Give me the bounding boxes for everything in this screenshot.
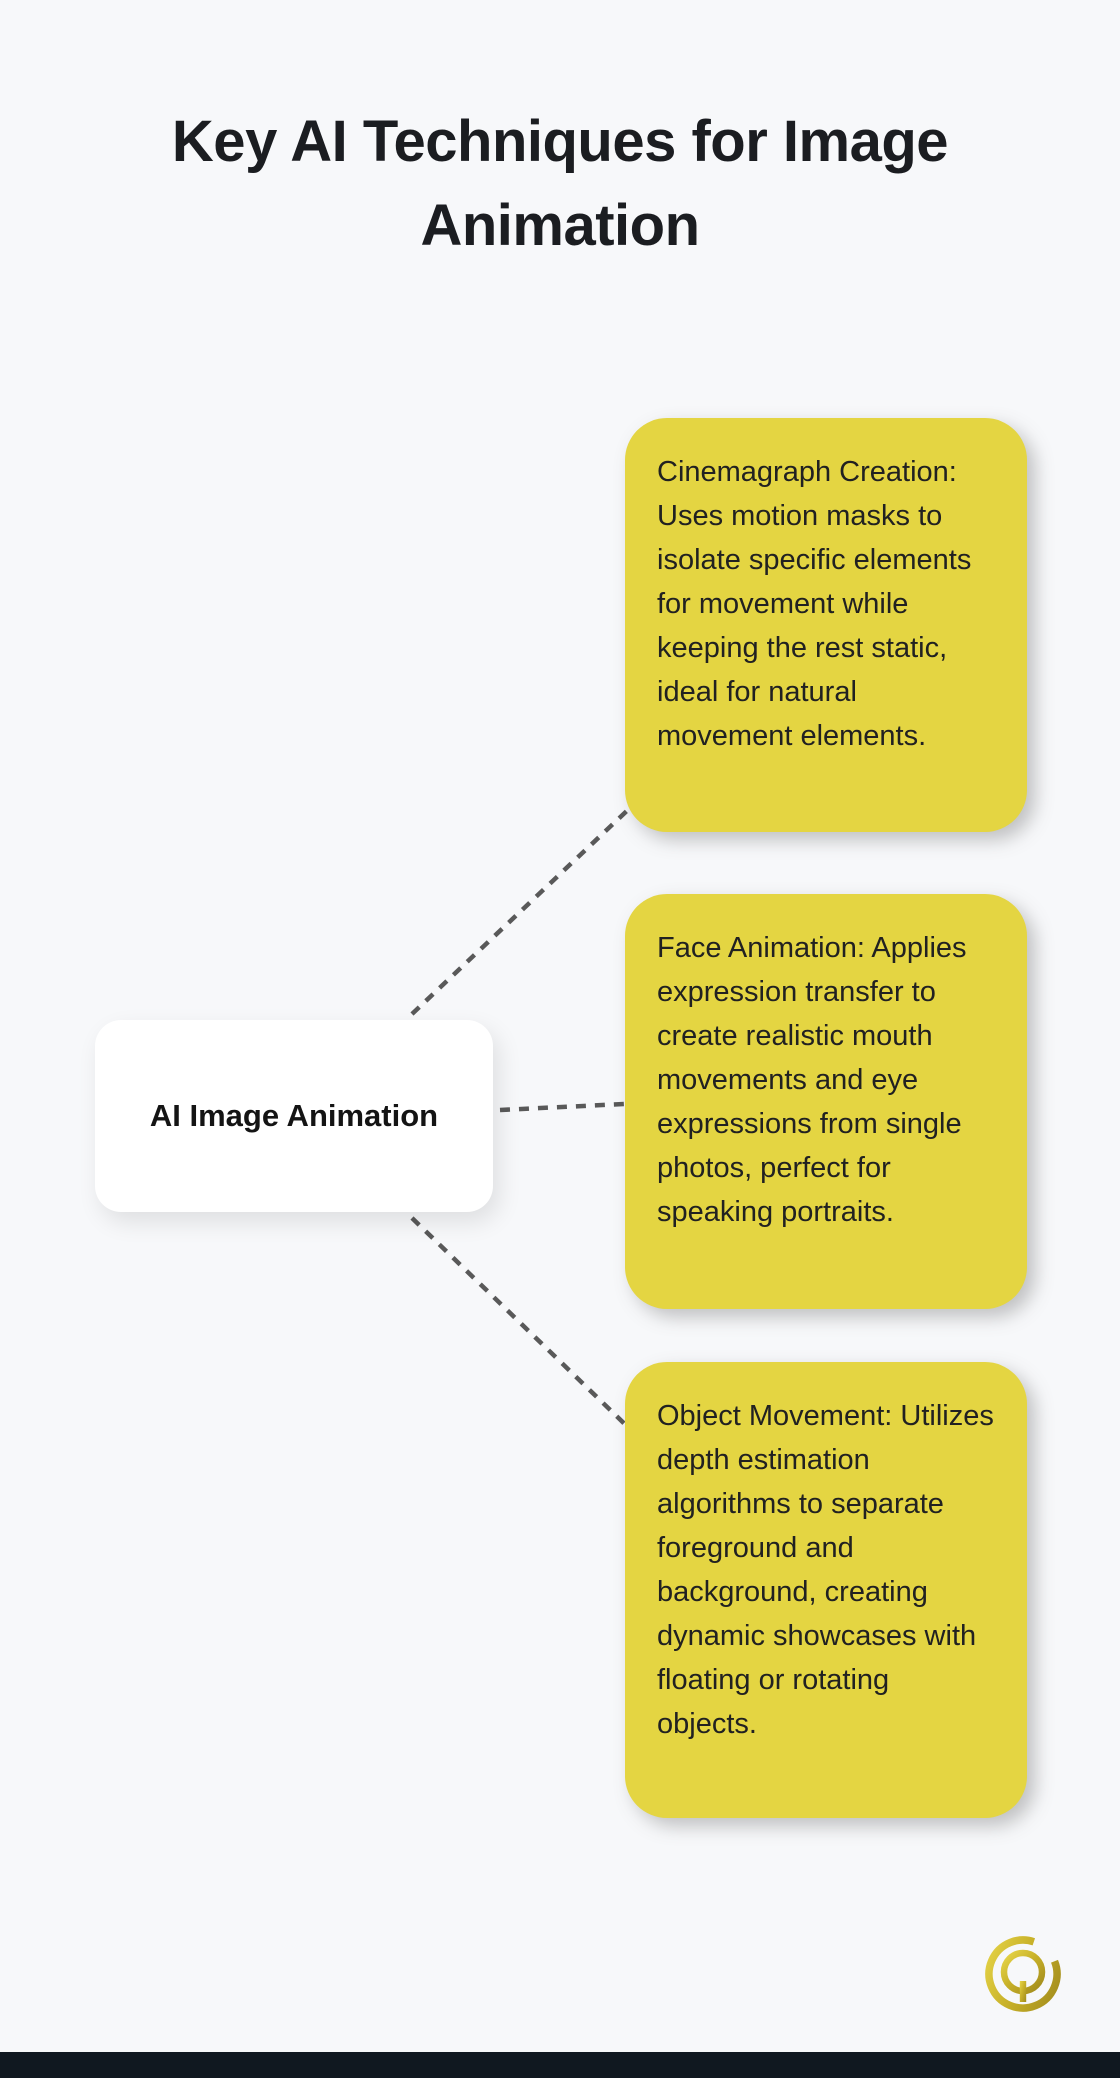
central-node: AI Image Animation xyxy=(95,1020,493,1212)
footer-accent-bar xyxy=(0,2052,1120,2078)
q-mark-logo-icon xyxy=(985,1936,1061,2012)
connector-top xyxy=(410,804,634,1016)
connector-bottom xyxy=(410,1216,636,1435)
branch-card-cinemagraph: Cinemagraph Creation: Uses motion masks … xyxy=(625,418,1027,832)
branch-card-text: Face Animation: Applies expression trans… xyxy=(657,932,967,1228)
central-node-label: AI Image Animation xyxy=(149,1098,439,1133)
connector-middle xyxy=(499,1101,625,1113)
branch-card-text: Cinemagraph Creation: Uses motion masks … xyxy=(657,456,972,752)
branch-card-object-movement: Object Movement: Utilizes depth estimati… xyxy=(625,1362,1027,1818)
branch-card-face-animation: Face Animation: Applies expression trans… xyxy=(625,894,1027,1309)
branch-card-text: Object Movement: Utilizes depth estimati… xyxy=(657,1400,994,1740)
page-title: Key AI Techniques for Image Animation xyxy=(171,109,949,258)
